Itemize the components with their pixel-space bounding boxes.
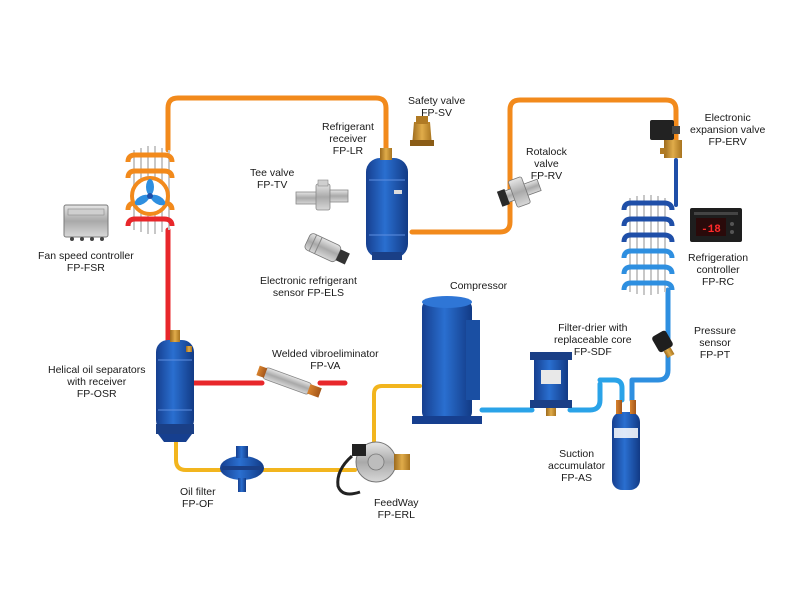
feedway: [336, 441, 410, 496]
compressor: [412, 296, 482, 424]
suction-pipe-to-compressor: [597, 377, 625, 403]
oil-return-pipe: [174, 428, 357, 472]
pressure-sensor: [652, 330, 675, 359]
evaporator-outlet-pipe: [629, 287, 671, 403]
pipes: [165, 95, 679, 472]
safety-valve: [410, 116, 434, 146]
evaporator-coil: [621, 195, 675, 295]
rotalock-valve: [496, 176, 542, 208]
electronic-expansion-valve: [650, 120, 682, 158]
filter-drier: [530, 352, 572, 416]
liquid-pipe-to-expansion-valve: [409, 97, 679, 235]
suction-pipe-filter: [567, 381, 603, 413]
controller-display-value: -18: [701, 224, 721, 236]
condenser-coil: [125, 146, 175, 234]
refrigeration-controller: [690, 208, 742, 242]
label-compressor: Compressor: [450, 280, 508, 292]
refrigerant-receiver: [366, 148, 408, 260]
tee-valve: [295, 179, 349, 211]
suction-accumulator: [612, 400, 640, 490]
oil-filter: [220, 446, 264, 492]
welded-vibroeliminator: [256, 365, 322, 398]
discharge-pipe-to-receiver: [165, 95, 389, 153]
fan-speed-controller: [63, 204, 109, 241]
electronic-refrigerant-sensor: [304, 233, 350, 265]
helical-oil-separator: [156, 330, 194, 442]
fan-icon: [134, 179, 166, 206]
